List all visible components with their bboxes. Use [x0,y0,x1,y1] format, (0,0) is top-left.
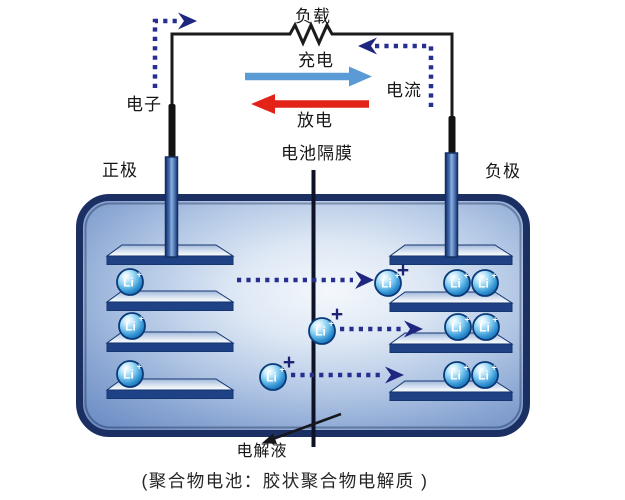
charge-arrow-head [349,66,372,87]
electrolyte-leader-arrowhead [262,433,277,444]
svg-text:Li: Li [479,321,490,335]
li-ion: Li + [443,269,471,297]
svg-text:Li: Li [451,321,462,335]
circuit-wire [170,21,454,122]
svg-text:+: + [492,271,497,281]
charge-label: 充电 [298,50,334,70]
svg-text:+: + [137,270,142,280]
electrolyte-leader-line [269,412,342,442]
svg-text:+: + [137,362,142,372]
li-ion-migrating: Li + [374,269,402,297]
svg-text:Li: Li [123,276,134,290]
li-ion: Li + [116,268,144,296]
li-ion: Li + [443,361,471,389]
electrolyte-label: 电解液 [236,443,288,460]
svg-text:Li: Li [125,320,136,334]
svg-text:Li: Li [266,371,277,385]
svg-text:+: + [329,319,334,329]
electron-label: 电子 [126,94,162,114]
svg-text:+: + [493,315,498,325]
electron-flow-dotted-arrow [152,18,177,88]
ion-charge-sign: + [397,259,409,282]
ion-charge-sign: + [283,351,295,374]
current-flow-dotted-arrow [374,43,434,107]
svg-text:Li: Li [315,325,326,339]
li-ion-migrating: Li + [259,363,287,391]
separator-label: 电池隔膜 [281,143,353,163]
svg-text:+: + [492,363,497,373]
negative-terminal-post [448,116,456,160]
svg-text:+: + [464,363,469,373]
electron-flow-arrowhead [178,12,197,30]
discharge-label: 放电 [297,110,333,130]
negative-electrode-label: 负极 [485,161,521,181]
svg-text:+: + [139,314,144,324]
diagram-caption: (聚合物电池：胶状聚合物电解质 ) [141,471,429,491]
current-flow-arrowhead [358,37,377,55]
ion-charge-sign: + [331,303,343,326]
svg-text:+: + [280,365,285,375]
li-ion: Li + [471,361,499,389]
li-ion: Li + [118,312,146,340]
svg-text:+: + [464,271,469,281]
positive-electrode-rod [164,156,179,258]
positive-electrode-label: 正极 [102,160,138,180]
positive-terminal-post [168,104,176,162]
li-ion: Li + [472,313,500,341]
li-ion: Li + [471,269,499,297]
svg-text:Li: Li [123,368,134,382]
ion-flow-arrows [237,277,404,378]
svg-text:Li: Li [478,277,489,291]
svg-text:Li: Li [381,277,392,291]
svg-text:+: + [465,315,470,325]
svg-text:Li: Li [450,277,461,291]
li-ion: Li + [116,360,144,388]
svg-text:+: + [395,271,400,281]
svg-text:Li: Li [450,369,461,383]
negative-electrode-rod [444,152,459,258]
li-ion-migrating: Li + [308,317,336,345]
discharge-arrow-head [251,94,275,114]
current-label: 电流 [386,80,422,100]
positive-plate-stack [105,244,235,399]
li-ion: Li + [444,313,472,341]
load-label: 负载 [295,6,331,26]
svg-text:Li: Li [478,369,489,383]
ion-flow-arrowheads [355,271,423,384]
